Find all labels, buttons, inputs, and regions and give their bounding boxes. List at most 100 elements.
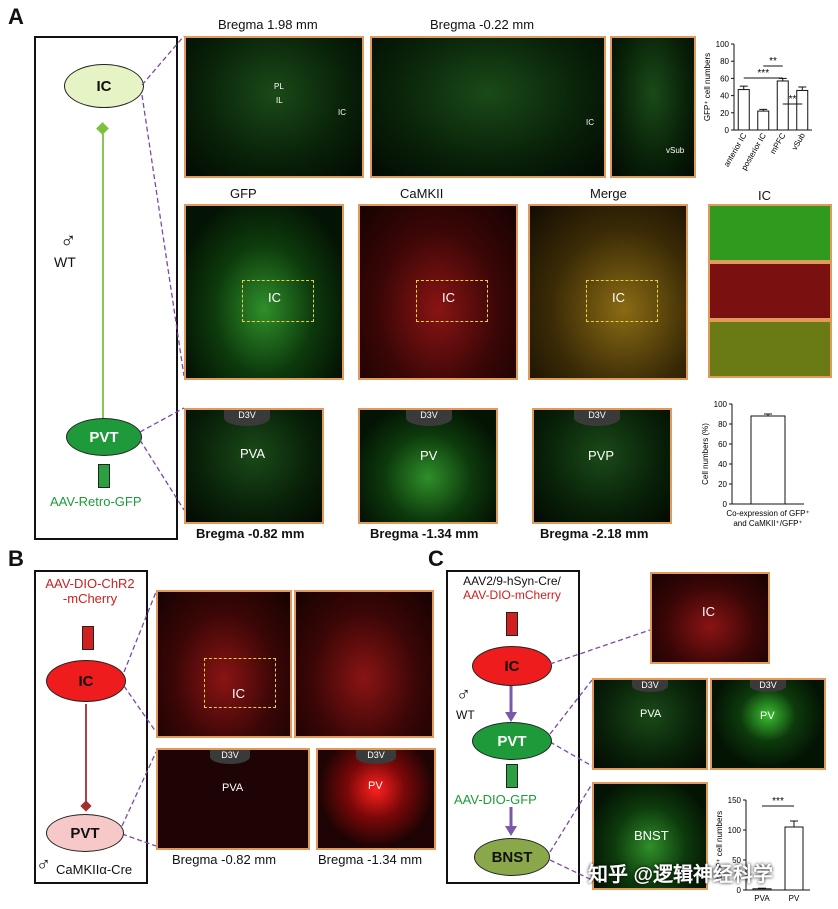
- x-tick-label: PVA: [754, 894, 770, 903]
- y-tick-label: 150: [728, 796, 742, 805]
- y-tick-label: 100: [728, 826, 742, 835]
- panel-c-virus2: AAV-DIO-GFP: [454, 792, 537, 807]
- panel-b-pv-label: PV: [368, 780, 383, 792]
- ic-node: IC: [64, 64, 144, 108]
- bregma-bottom-2: Bregma -1.34 mm: [370, 526, 479, 541]
- y-axis-label: GFP⁺ cell numbers: [715, 811, 724, 879]
- panel-b-bregma-1: Bregma -0.82 mm: [172, 852, 277, 867]
- vsub-label: vSub: [666, 146, 685, 155]
- watermark: 知乎 @逻辑神经科学: [588, 864, 774, 886]
- pva-label: PVA: [240, 446, 266, 461]
- panel-c-d3v-2: D3V: [750, 680, 786, 692]
- bar: [752, 888, 772, 891]
- panel-c-virus1-line2: AAV-DIO-mCherry: [463, 588, 561, 602]
- panel-c-ic-label: IC: [702, 604, 715, 619]
- panel-c-d3v-1: D3V: [632, 680, 668, 692]
- inset-title: IC: [758, 188, 771, 203]
- panel-c-animal: WT: [456, 708, 475, 722]
- panel-b-ic-image: IC: [156, 590, 292, 738]
- panel-c-ic-node: IC: [472, 646, 552, 686]
- panel-label-c: C: [428, 546, 444, 571]
- y-tick-label: 0: [723, 500, 728, 509]
- y-tick-label: 20: [718, 480, 727, 489]
- panel-b-virus-line1: AAV-DIO-ChR2: [45, 576, 135, 591]
- y-tick-label: 50: [732, 856, 741, 865]
- panel-c-ic-image: IC: [650, 572, 770, 664]
- panel-c-syringe-icon-1: [506, 612, 518, 636]
- y-tick-label: 40: [718, 460, 727, 469]
- animal-label: WT: [54, 254, 76, 270]
- ic-node-label: IC: [96, 77, 112, 95]
- bregma-top-1: Bregma 1.98 mm: [218, 17, 318, 32]
- pv-image: D3V PV: [358, 408, 498, 524]
- panel-c-pva-label: PVA: [640, 708, 662, 720]
- panel-b-pva-label: PVA: [222, 782, 244, 794]
- bregma-top-2: Bregma -0.22 mm: [430, 17, 535, 32]
- y-tick-label: 0: [725, 126, 730, 135]
- d3v-label-1: D3V: [224, 410, 270, 426]
- significance-label: **: [789, 94, 797, 105]
- panel-c-syringe-icon-2: [506, 764, 518, 788]
- panel-c-pvt-node-label: PVT: [497, 732, 527, 750]
- d3v-label-3: D3V: [574, 410, 620, 426]
- pvt-node: PVT: [66, 418, 142, 456]
- panel-b-ic-zoom: [294, 590, 434, 738]
- panel-b-pv-image: D3V PV: [316, 748, 436, 850]
- panel-b-ic-node-label: IC: [78, 672, 94, 690]
- bregma-bottom-1: Bregma -0.82 mm: [196, 526, 305, 541]
- pvp-image: D3V PVP: [532, 408, 672, 524]
- panel-c-ic-node-label: IC: [504, 657, 520, 675]
- panel-b-syringe-icon: [82, 626, 94, 650]
- camkii-ic-label: IC: [442, 290, 455, 305]
- panel-b-pvt-node: PVT: [46, 814, 124, 852]
- panel-c-virus1: AAV2/9-hSyn-Cre/ AAV-DIO-mCherry: [450, 574, 574, 602]
- panel-c-bnst-node: BNST: [474, 838, 550, 876]
- panel-c-male-symbol: ♂: [456, 684, 471, 706]
- male-symbol: ♂: [60, 228, 77, 253]
- y-tick-label: 40: [720, 92, 729, 101]
- channel-merge: Merge: [590, 186, 627, 201]
- pvt-node-label: PVT: [89, 428, 119, 446]
- y-tick-label: 60: [718, 440, 727, 449]
- panel-label-a: A: [8, 4, 24, 29]
- panel-b-mouse-line: CaMKIIα-Cre: [56, 862, 133, 877]
- panel-b-virus-line2: -mCherry: [62, 591, 118, 606]
- panel-b-d3v-1: D3V: [210, 750, 250, 764]
- panel-c-pva-image: D3V PVA: [592, 678, 708, 770]
- panel-b-bregma-2: Bregma -1.34 mm: [318, 852, 423, 867]
- y-tick-label: 100: [714, 400, 728, 409]
- bar: [750, 415, 786, 505]
- significance-label: ***: [757, 68, 769, 79]
- panel-b-male-symbol: ♂: [36, 854, 51, 876]
- ic-label-1: IC: [338, 108, 346, 117]
- panel-b-ic-label: IC: [232, 686, 245, 701]
- panel-c-bnst-label: BNST: [634, 828, 669, 843]
- bregma-bottom-3: Bregma -2.18 mm: [540, 526, 649, 541]
- virus-label: AAV-Retro-GFP: [50, 494, 142, 509]
- panel-b-virus: AAV-DIO-ChR2 -mCherry: [38, 576, 142, 606]
- x-axis-label-line1: Co-expression of GFP⁺: [726, 509, 809, 518]
- camkii-image: IC: [358, 204, 518, 380]
- panel-b-d3v-2: D3V: [356, 750, 396, 764]
- section-image-3: vSub: [610, 36, 696, 178]
- syringe-icon: [98, 464, 110, 488]
- panel-c-virus1-line1: AAV2/9-hSyn-Cre/: [463, 574, 561, 588]
- significance-label: **: [769, 56, 777, 67]
- bar: [784, 826, 804, 891]
- inset-gfp: [708, 204, 832, 262]
- x-axis-label-line2: and CaMKII⁺/GFP⁺: [733, 519, 802, 528]
- panel-a-schematic: [34, 36, 178, 540]
- pl-label: PL: [274, 82, 284, 91]
- merge-ic-label: IC: [612, 290, 625, 305]
- pva-image: D3V PVA: [184, 408, 324, 524]
- x-tick-label: PV: [789, 894, 800, 903]
- ic-label-2: IC: [586, 118, 594, 127]
- y-tick-label: 100: [716, 40, 730, 49]
- panel-c-bnst-node-label: BNST: [491, 848, 533, 866]
- y-axis-label: GFP⁺ cell numbers: [703, 53, 712, 121]
